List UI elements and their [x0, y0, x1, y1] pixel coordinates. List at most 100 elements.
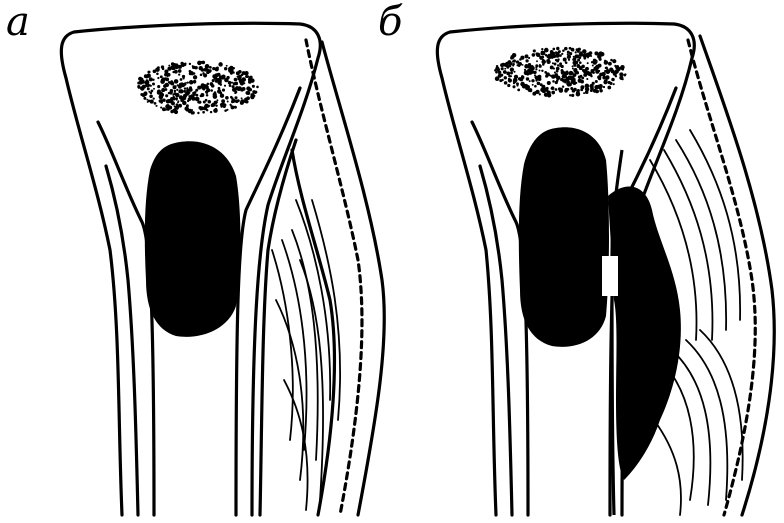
- stipple-dot: [162, 107, 166, 111]
- stipple-dot: [542, 86, 546, 90]
- stipple-dot: [563, 58, 567, 62]
- stipple-dot: [577, 64, 580, 67]
- stipple-dot: [241, 83, 243, 85]
- stipple-dot: [582, 49, 586, 53]
- stipple-dot: [207, 83, 210, 86]
- stipple-dot: [209, 66, 212, 69]
- stipple-dot: [573, 68, 577, 72]
- stipple-dot: [217, 89, 221, 93]
- stipple-dot: [245, 100, 249, 104]
- stipple-dot: [567, 82, 571, 86]
- stipple-dot: [173, 85, 177, 89]
- stipple-dot: [613, 72, 617, 76]
- stipple-dot: [245, 98, 248, 101]
- stipple-dot: [539, 93, 541, 95]
- stipple-dot: [494, 69, 496, 71]
- stipple-dot: [573, 56, 575, 58]
- stipple-dot: [155, 105, 157, 107]
- stipple-dot: [211, 84, 215, 88]
- stipple-dot: [572, 58, 574, 60]
- stipple-dot: [147, 87, 150, 90]
- stipple-dot: [516, 82, 519, 85]
- stipple-dot: [178, 73, 180, 75]
- panel-b-cortex-break: [602, 256, 618, 296]
- stipple-dot: [203, 73, 207, 77]
- stipple-dot: [152, 79, 154, 81]
- stipple-dot: [220, 84, 222, 86]
- stipple-dot: [510, 56, 513, 59]
- stipple-dot: [160, 75, 163, 78]
- stipple-dot: [179, 95, 183, 99]
- stipple-dot: [581, 76, 584, 79]
- stipple-dot: [524, 70, 526, 72]
- stipple-dot: [572, 61, 576, 65]
- stipple-dot: [569, 94, 571, 96]
- stipple-dot: [553, 68, 555, 70]
- stipple-dot: [171, 100, 173, 102]
- stipple-dot: [205, 85, 209, 89]
- panel-label-b: б: [378, 2, 402, 42]
- stipple-dot: [170, 80, 173, 83]
- panel-a-cortex-inner-right: [260, 140, 296, 515]
- stipple-dot: [547, 81, 551, 85]
- stipple-dot: [608, 81, 611, 84]
- stipple-dot: [254, 91, 257, 94]
- stipple-dot: [573, 88, 576, 91]
- stipple-dot: [546, 87, 549, 90]
- stipple-dot: [518, 77, 521, 80]
- stipple-dot: [195, 89, 198, 92]
- stipple-dot: [138, 78, 141, 81]
- stipple-dot: [544, 48, 549, 53]
- stipple-dot: [231, 99, 235, 103]
- stipple-dot: [180, 78, 183, 81]
- stipple-dot: [137, 85, 140, 88]
- stipple-dot: [541, 56, 544, 59]
- stipple-dot: [508, 75, 511, 78]
- stipple-dot: [556, 53, 559, 56]
- stipple-dot: [542, 63, 545, 66]
- stipple-dot: [144, 91, 148, 95]
- stipple-dot: [182, 75, 185, 78]
- stipple-dot: [562, 86, 564, 88]
- stipple-dot: [208, 100, 212, 104]
- stipple-dot: [554, 63, 557, 66]
- stipple-dot: [172, 71, 174, 73]
- stipple-dot: [196, 94, 199, 97]
- stipple-dot: [520, 82, 525, 87]
- stipple-dot: [210, 89, 213, 92]
- stipple-dot: [212, 67, 215, 70]
- stipple-dot: [600, 52, 605, 57]
- stipple-dot: [200, 73, 203, 76]
- stipple-dot: [213, 92, 217, 96]
- stipple-dot: [556, 70, 559, 73]
- stipple-dot: [189, 63, 191, 65]
- stipple-dot: [180, 89, 183, 92]
- stipple-dot: [162, 98, 165, 101]
- stipple-dot: [499, 79, 502, 82]
- stipple-dot: [608, 62, 612, 66]
- stipple-dot: [166, 104, 169, 107]
- stipple-dot: [140, 86, 145, 91]
- stipple-dot: [534, 76, 536, 78]
- stipple-dot: [167, 75, 169, 77]
- stipple-dot: [617, 68, 619, 70]
- stipple-dot: [557, 58, 559, 60]
- stipple-dot: [171, 62, 174, 65]
- stipple-dot: [572, 65, 574, 67]
- stipple-dot: [237, 87, 241, 91]
- stipple-dot: [571, 75, 574, 78]
- stipple-dot: [146, 99, 148, 101]
- stipple-dot: [201, 83, 206, 88]
- stipple-dot: [157, 77, 159, 79]
- stipple-dot: [213, 108, 218, 113]
- stipple-dot: [519, 58, 522, 61]
- stipple-dot: [504, 76, 507, 79]
- stipple-dot: [559, 54, 562, 57]
- stipple-dot: [150, 100, 154, 104]
- stipple-dot: [556, 67, 560, 71]
- panel-a-stippled-epiphysis: [137, 61, 259, 115]
- stipple-dot: [541, 51, 544, 54]
- stipple-dot: [221, 75, 225, 79]
- stipple-dot: [228, 81, 232, 85]
